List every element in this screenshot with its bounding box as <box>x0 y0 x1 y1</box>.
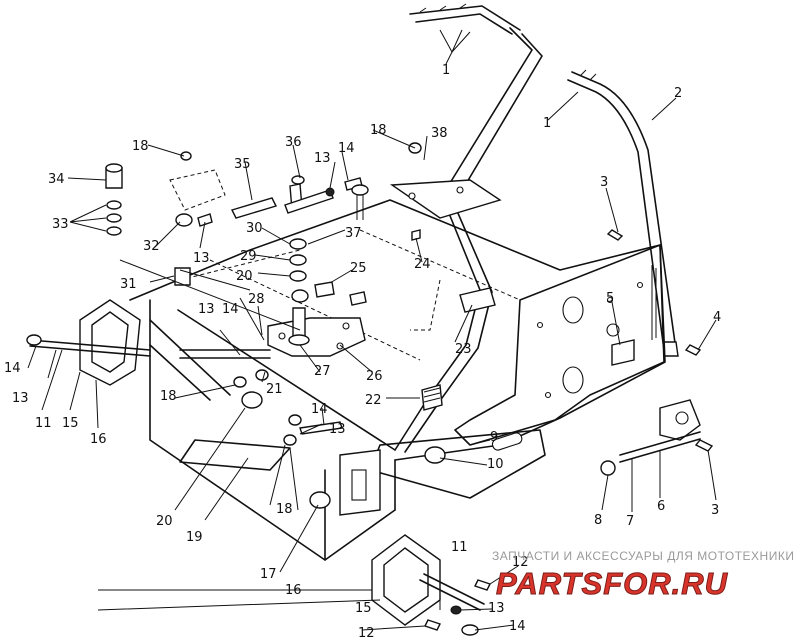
callout-6: 6 <box>657 499 665 514</box>
handlebar-assembly <box>409 3 543 205</box>
callout-20-mid: 20 <box>236 269 253 284</box>
side-plate <box>454 244 665 446</box>
fastener-stack <box>105 142 422 331</box>
callout-29: 29 <box>240 249 257 264</box>
callout-13-mid: 13 <box>193 251 210 266</box>
steering-post <box>389 179 502 453</box>
callout-32: 32 <box>143 239 160 254</box>
callout-labels: 1 1 2 3 3 4 5 6 7 8 9 10 11 11 12 12 13 … <box>4 63 721 641</box>
callout-15-bottom: 15 <box>355 601 372 616</box>
callout-30: 30 <box>246 221 263 236</box>
callout-7: 7 <box>626 514 634 529</box>
main-frame <box>129 199 666 561</box>
callout-4: 4 <box>713 310 721 325</box>
callout-9: 9 <box>490 430 498 445</box>
steering-arm <box>567 69 679 357</box>
left-bracket-assembly <box>26 299 231 401</box>
callout-19: 19 <box>186 530 203 545</box>
callout-8: 8 <box>594 513 602 528</box>
callout-35: 35 <box>234 157 251 172</box>
callout-13-center: 13 <box>198 302 215 317</box>
callout-23: 23 <box>455 342 472 357</box>
callout-2: 2 <box>674 86 682 101</box>
callout-10: 10 <box>487 457 504 472</box>
callout-18-upper-right: 18 <box>370 123 387 138</box>
callout-5: 5 <box>606 291 614 306</box>
watermark-brand: PARTSFOR.RU <box>496 566 729 601</box>
watermark: ЗАПЧАСТИ И АКСЕССУАРЫ ДЛЯ МОТОТЕХНИКИ PA… <box>492 549 794 602</box>
callout-3-lower: 3 <box>711 503 719 518</box>
lower-plate <box>179 439 291 471</box>
callout-25: 25 <box>350 261 367 276</box>
bottom-bracket <box>339 449 491 636</box>
callout-1-upper: 1 <box>442 63 450 78</box>
callout-28: 28 <box>248 292 265 307</box>
callout-12-right: 12 <box>512 555 529 570</box>
callout-31: 31 <box>120 277 137 292</box>
callout-37: 37 <box>345 226 362 241</box>
watermark-caption: ЗАПЧАСТИ И АКСЕССУАРЫ ДЛЯ МОТОТЕХНИКИ <box>492 549 794 563</box>
small-parts <box>233 229 496 509</box>
callout-34: 34 <box>48 172 65 187</box>
callout-13-upper: 13 <box>314 151 331 166</box>
callout-16-bottom: 16 <box>285 583 302 598</box>
callout-16-left: 16 <box>90 432 107 447</box>
callout-11-bottom: 11 <box>451 540 468 555</box>
callout-27: 27 <box>314 364 331 379</box>
callout-18-top: 18 <box>132 139 149 154</box>
callout-18-low: 18 <box>276 502 293 517</box>
callout-33: 33 <box>52 217 69 232</box>
callout-13-left: 13 <box>12 391 29 406</box>
callout-14-left: 14 <box>4 361 21 376</box>
callout-14-right: 14 <box>311 402 328 417</box>
callout-14-bottom: 14 <box>509 619 526 634</box>
callout-11-left: 11 <box>35 416 52 431</box>
callout-38: 38 <box>431 126 448 141</box>
callout-1: 1 <box>543 116 551 131</box>
callout-36: 36 <box>285 135 302 150</box>
callout-13-right: 13 <box>329 422 346 437</box>
leader-lines <box>27 51 717 631</box>
callout-15-left: 15 <box>62 416 79 431</box>
callout-26: 26 <box>366 369 383 384</box>
callout-18-mid: 18 <box>160 389 177 404</box>
callout-13-bottom: 13 <box>488 601 505 616</box>
right-hardware <box>600 229 714 476</box>
callout-20-low: 20 <box>156 514 173 529</box>
callout-14-upper: 14 <box>338 141 355 156</box>
callout-17: 17 <box>260 567 277 582</box>
callout-22: 22 <box>365 393 382 408</box>
callout-24: 24 <box>414 257 431 272</box>
frame-slot <box>369 429 546 499</box>
callout-14-center: 14 <box>222 302 239 317</box>
callout-21: 21 <box>266 382 283 397</box>
callout-12-bottom: 12 <box>358 626 375 641</box>
callout-3-upper: 3 <box>600 175 608 190</box>
